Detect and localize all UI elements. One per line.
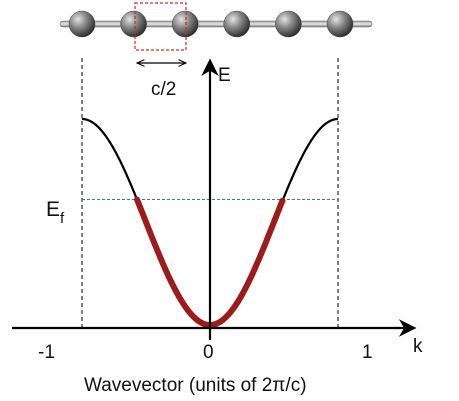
- atoms: [68, 10, 354, 38]
- fermi-level-label: Ef: [46, 198, 65, 227]
- unit-cell-box: [134, 2, 187, 51]
- period-label: c/2: [151, 79, 176, 100]
- chain-bond: [59, 20, 373, 28]
- atom-chain: [59, 2, 373, 51]
- atom: [275, 10, 302, 38]
- tick-zero: 0: [203, 342, 214, 363]
- atom: [223, 10, 251, 38]
- tick-neg-one: -1: [38, 342, 55, 363]
- k-axis-label: k: [413, 336, 423, 357]
- atom: [326, 10, 354, 38]
- x-axis-caption: Wavevector (units of 2π/c): [84, 375, 307, 396]
- tick-one: 1: [362, 342, 373, 363]
- atom: [68, 10, 96, 38]
- energy-axis-label: E: [218, 65, 231, 86]
- atom: [171, 10, 199, 38]
- atom: [120, 10, 147, 38]
